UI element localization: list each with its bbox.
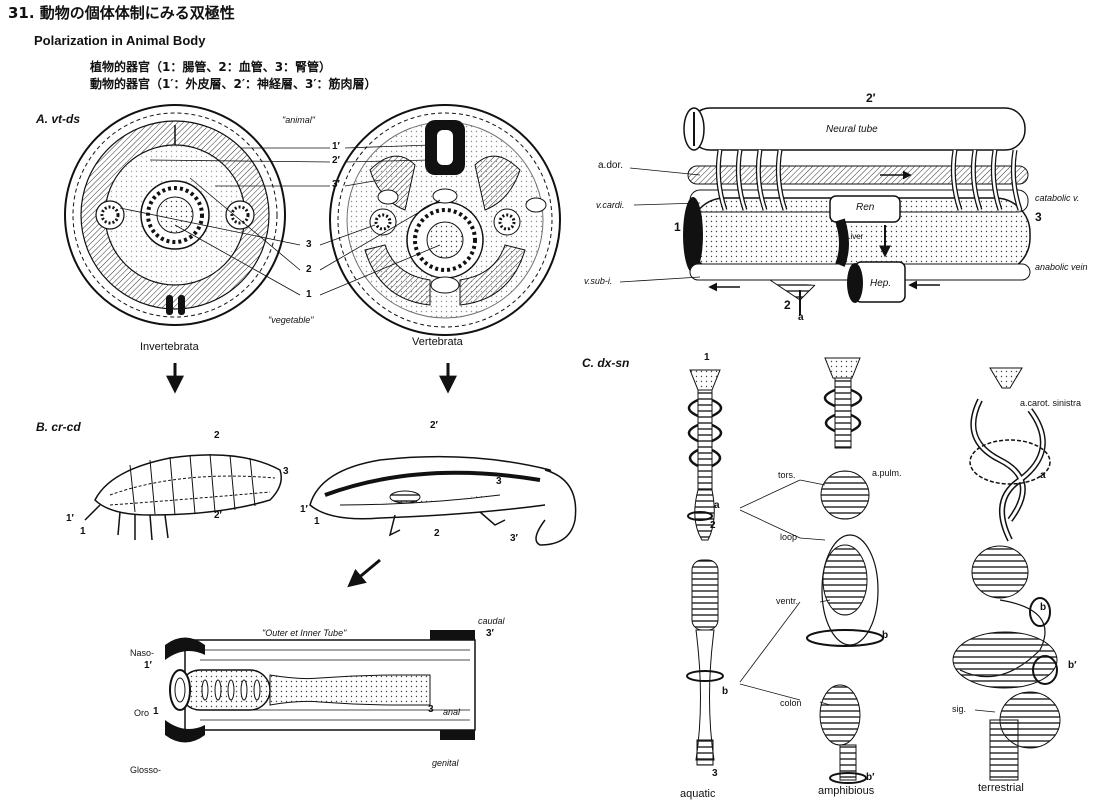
- ventr-label: ventr.: [776, 596, 799, 606]
- salamander-3p: 3′: [510, 533, 518, 544]
- aquatic-gut: [686, 369, 724, 766]
- invertebrata-cross-section: [64, 104, 286, 326]
- amphibious-caption: amphibious: [818, 785, 875, 797]
- caudal-number: 3′: [486, 628, 494, 639]
- vertebrata-cross-section: [329, 104, 561, 336]
- glosso-label: Glosso-: [130, 765, 162, 775]
- arthropod-drawing: [84, 453, 282, 541]
- terrestrial-bp: b′: [1068, 660, 1077, 671]
- salamander-2p: 2′: [430, 420, 438, 431]
- salamander-drawing: [309, 455, 577, 546]
- liver-label: Liver: [846, 232, 864, 241]
- naso-label: Naso-: [130, 648, 155, 658]
- hep-label: Hep.: [870, 278, 892, 289]
- label-2: 2: [306, 264, 312, 275]
- vertebrata-label: Vertebrata: [412, 336, 463, 348]
- section-a-leaders: [119, 144, 441, 296]
- gut-number-1: 1: [674, 220, 681, 234]
- sig-label: sig.: [952, 704, 967, 714]
- animal-label: "animal": [282, 115, 315, 125]
- down-arrows: [166, 363, 457, 588]
- outer-inner-tube: [165, 630, 476, 743]
- c-number-2: 2: [710, 520, 716, 531]
- salamander-1p: 1′: [300, 504, 308, 515]
- oro-label: Oro: [134, 708, 150, 718]
- colon-label: colon: [780, 698, 802, 708]
- arthropod-2: 2: [214, 430, 220, 441]
- section-c-label: C. dx-sn: [582, 356, 630, 370]
- tors-label: tors.: [778, 470, 796, 480]
- amphibious-bp: b′: [866, 772, 875, 783]
- arthropod-1p: 1′: [66, 513, 74, 524]
- naso-number: 1′: [144, 660, 152, 671]
- aquatic-a: a: [714, 500, 720, 511]
- v-cardi-label: v.cardi.: [596, 200, 625, 210]
- section-b-label: B. cr-cd: [36, 420, 81, 434]
- terrestrial-b: b: [1040, 602, 1047, 613]
- c-number-1: 1: [704, 352, 710, 363]
- anal-number: 3: [428, 704, 434, 715]
- genital-label: genital: [432, 758, 459, 768]
- vessel-a-label: a: [798, 312, 804, 323]
- a-carot-label: a.carot. sinistra: [1020, 398, 1082, 408]
- label-3: 3: [306, 239, 312, 250]
- terrestrial-gut: [952, 367, 1061, 781]
- label-2p: 2′: [332, 155, 340, 166]
- amphibious-gut: [806, 357, 884, 784]
- tube-title: "Outer et Inner Tube": [262, 628, 347, 638]
- invertebrata-label: Invertebrata: [140, 341, 199, 353]
- vegetative-organs-line: 植物的器官（1：腸管、2：血管、3：腎管）: [90, 60, 332, 74]
- figure-title: 31. 動物の個体体制にみる双極性: [8, 4, 235, 22]
- vegetable-label: "vegetable": [268, 315, 314, 325]
- animal-organs-line: 動物的器官（1′：外皮層、2′：神経層、3′：筋肉層）: [90, 77, 377, 91]
- a-pulm-label: a.pulm.: [872, 468, 902, 478]
- c-number-3: 3: [712, 768, 718, 779]
- salamander-1: 1: [314, 516, 320, 527]
- oro-number: 1: [153, 706, 159, 717]
- label-3p: 3′: [332, 179, 340, 190]
- figure-subtitle: Polarization in Animal Body: [34, 33, 206, 48]
- anabolic-label: anabolic vein: [1035, 262, 1088, 272]
- kidney-number-3: 3: [1035, 210, 1042, 224]
- caudal-label: caudal: [478, 616, 505, 626]
- neural-tube-label: Neural tube: [826, 124, 878, 135]
- section-c-leaders: [739, 479, 996, 713]
- arthropod-1: 1: [80, 526, 86, 537]
- terrestrial-a: a: [1040, 470, 1046, 481]
- circulatory-leaders: [619, 167, 701, 283]
- arthropod-2p: 2′: [214, 510, 222, 521]
- aquatic-b: b: [722, 686, 729, 697]
- salamander-2: 2: [434, 528, 440, 539]
- label-1p: 1′: [332, 141, 340, 152]
- neural-layer-number: 2′: [866, 91, 876, 105]
- loop-label: loop: [780, 532, 798, 542]
- amphibious-b: b: [882, 630, 889, 641]
- catabolic-label: catabolic v.: [1035, 193, 1080, 203]
- ren-label: Ren: [856, 202, 875, 213]
- section-a-label: A. vt-ds: [36, 112, 81, 126]
- circulatory-diagram: [683, 107, 1031, 315]
- a-dor-label: a.dor.: [598, 160, 624, 171]
- vessel-number-2: 2: [784, 298, 791, 312]
- v-sub-label: v.sub-i.: [584, 276, 613, 286]
- arthropod-3: 3: [283, 466, 289, 477]
- salamander-3: 3: [496, 476, 502, 487]
- aquatic-caption: aquatic: [680, 788, 716, 800]
- terrestrial-caption: terrestrial: [978, 782, 1024, 794]
- anal-label: anal: [443, 707, 461, 717]
- label-1: 1: [306, 289, 312, 300]
